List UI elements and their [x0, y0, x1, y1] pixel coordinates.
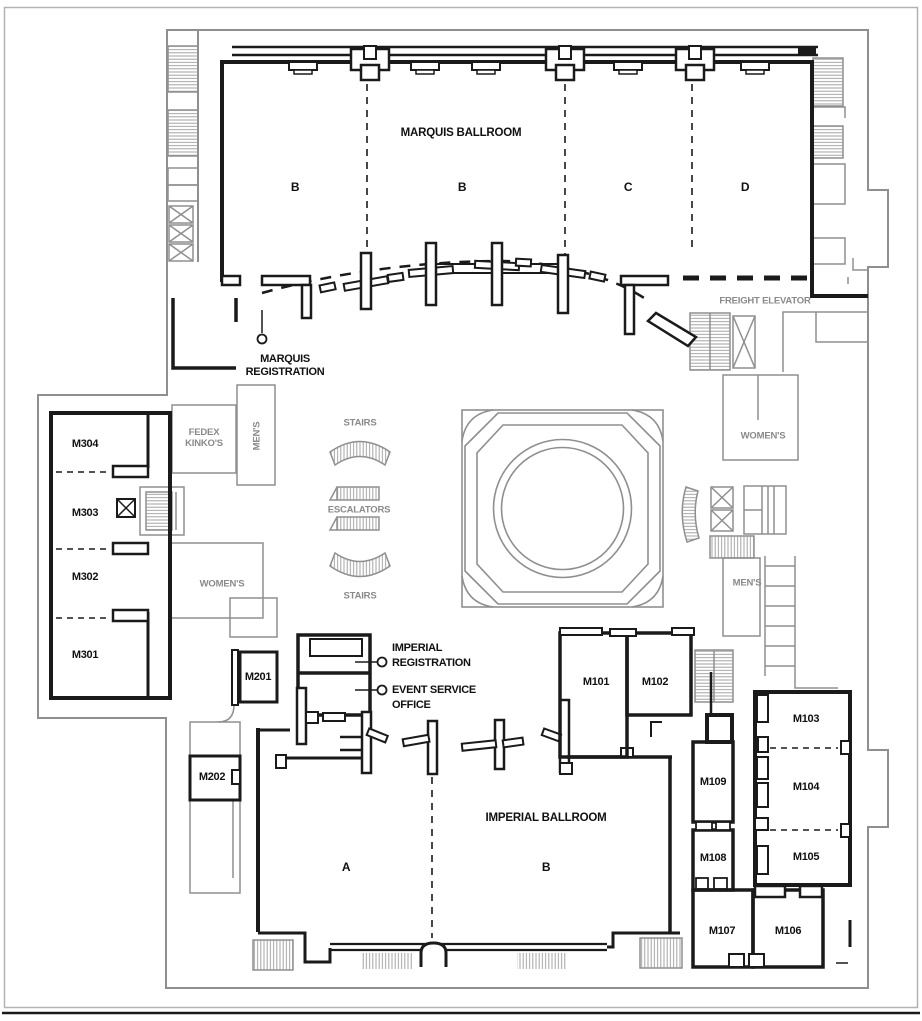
m200-rooms-walls — [188, 649, 279, 802]
room-label-m106: M106 — [774, 925, 802, 937]
elevator-lobby-right — [681, 485, 838, 689]
room-label-m202: M202 — [198, 771, 226, 783]
marquis-registration-label: MARQUIS REGISTRATION — [246, 353, 325, 379]
room-label-m104: M104 — [792, 781, 820, 793]
marquis-ballroom-walls — [171, 45, 868, 370]
room-label-m101: M101 — [582, 676, 610, 688]
service-areas — [139, 45, 868, 971]
room-label-m304: M304 — [71, 438, 99, 450]
mens-right-label: MEN'S — [732, 577, 762, 589]
imperial-registration-line1: IMPERIAL — [392, 642, 443, 654]
marquis-section-d: D — [740, 180, 750, 194]
elevator-icons-left — [168, 205, 194, 262]
imperial-section-b: B — [541, 860, 551, 874]
freight-elevator-area — [689, 311, 868, 372]
marquis-section-b1: B — [290, 180, 300, 194]
freight-elevator-label: FREIGHT ELEVATOR — [719, 295, 811, 307]
imperial-section-a: A — [341, 860, 351, 874]
marquis-registration-marker — [256, 310, 268, 345]
room-label-m105: M105 — [792, 851, 820, 863]
room-label-m302: M302 — [71, 571, 99, 583]
marquis-section-dividers — [366, 84, 693, 255]
north-wall-doors — [288, 61, 770, 75]
m300-rooms-walls — [49, 411, 172, 700]
imperial-ballroom-title: IMPERIAL BALLROOM — [485, 812, 607, 824]
room-label-m303: M303 — [71, 507, 99, 519]
event-service-line2: OFFICE — [392, 699, 431, 711]
marquis-colonnade — [220, 241, 808, 348]
marquis-registration-line1: MARQUIS — [260, 353, 310, 365]
room-label-m108: M108 — [699, 852, 727, 864]
imperial-registration-line2: REGISTRATION — [392, 657, 471, 669]
imperial-ballroom-walls — [256, 728, 680, 967]
m106-m109-walls — [691, 740, 852, 969]
stairs-bottom-label: STAIRS — [343, 590, 377, 602]
fedex-line2: KINKO'S — [185, 438, 223, 449]
room-label-m201: M201 — [244, 671, 272, 683]
event-service-line1: EVENT SERVICE — [392, 684, 476, 696]
escalators-label: ESCALATORS — [327, 504, 391, 516]
room-label-m301: M301 — [71, 649, 99, 661]
fedex-line1: FEDEX — [188, 427, 220, 438]
womens-left-label: WOMEN'S — [199, 578, 245, 590]
imperial-registration-walls — [296, 633, 388, 717]
room-label-m107: M107 — [708, 925, 736, 937]
stairs-escalators — [328, 440, 391, 578]
fedex-kinkos-label: FEDEX KINKO'S — [185, 427, 223, 449]
room-label-m103: M103 — [792, 713, 820, 725]
stairs-top-label: STAIRS — [343, 417, 377, 429]
marquis-registration-line2: REGISTRATION — [245, 366, 325, 378]
elevator-icon-m303 — [116, 498, 136, 518]
m103-m105-walls — [753, 690, 852, 899]
page-frame — [2, 6, 920, 1015]
marquis-ballroom-title: MARQUIS BALLROOM — [400, 127, 522, 139]
room-label-m109: M109 — [699, 776, 727, 788]
marquis-section-c: C — [623, 180, 633, 194]
mens-left-label: MEN'S — [251, 421, 263, 451]
wall-track-units — [349, 45, 716, 82]
marquis-section-b2: B — [457, 180, 467, 194]
room-label-m102: M102 — [641, 676, 669, 688]
womens-right-label: WOMEN'S — [740, 430, 786, 442]
atrium-motif — [461, 409, 664, 608]
